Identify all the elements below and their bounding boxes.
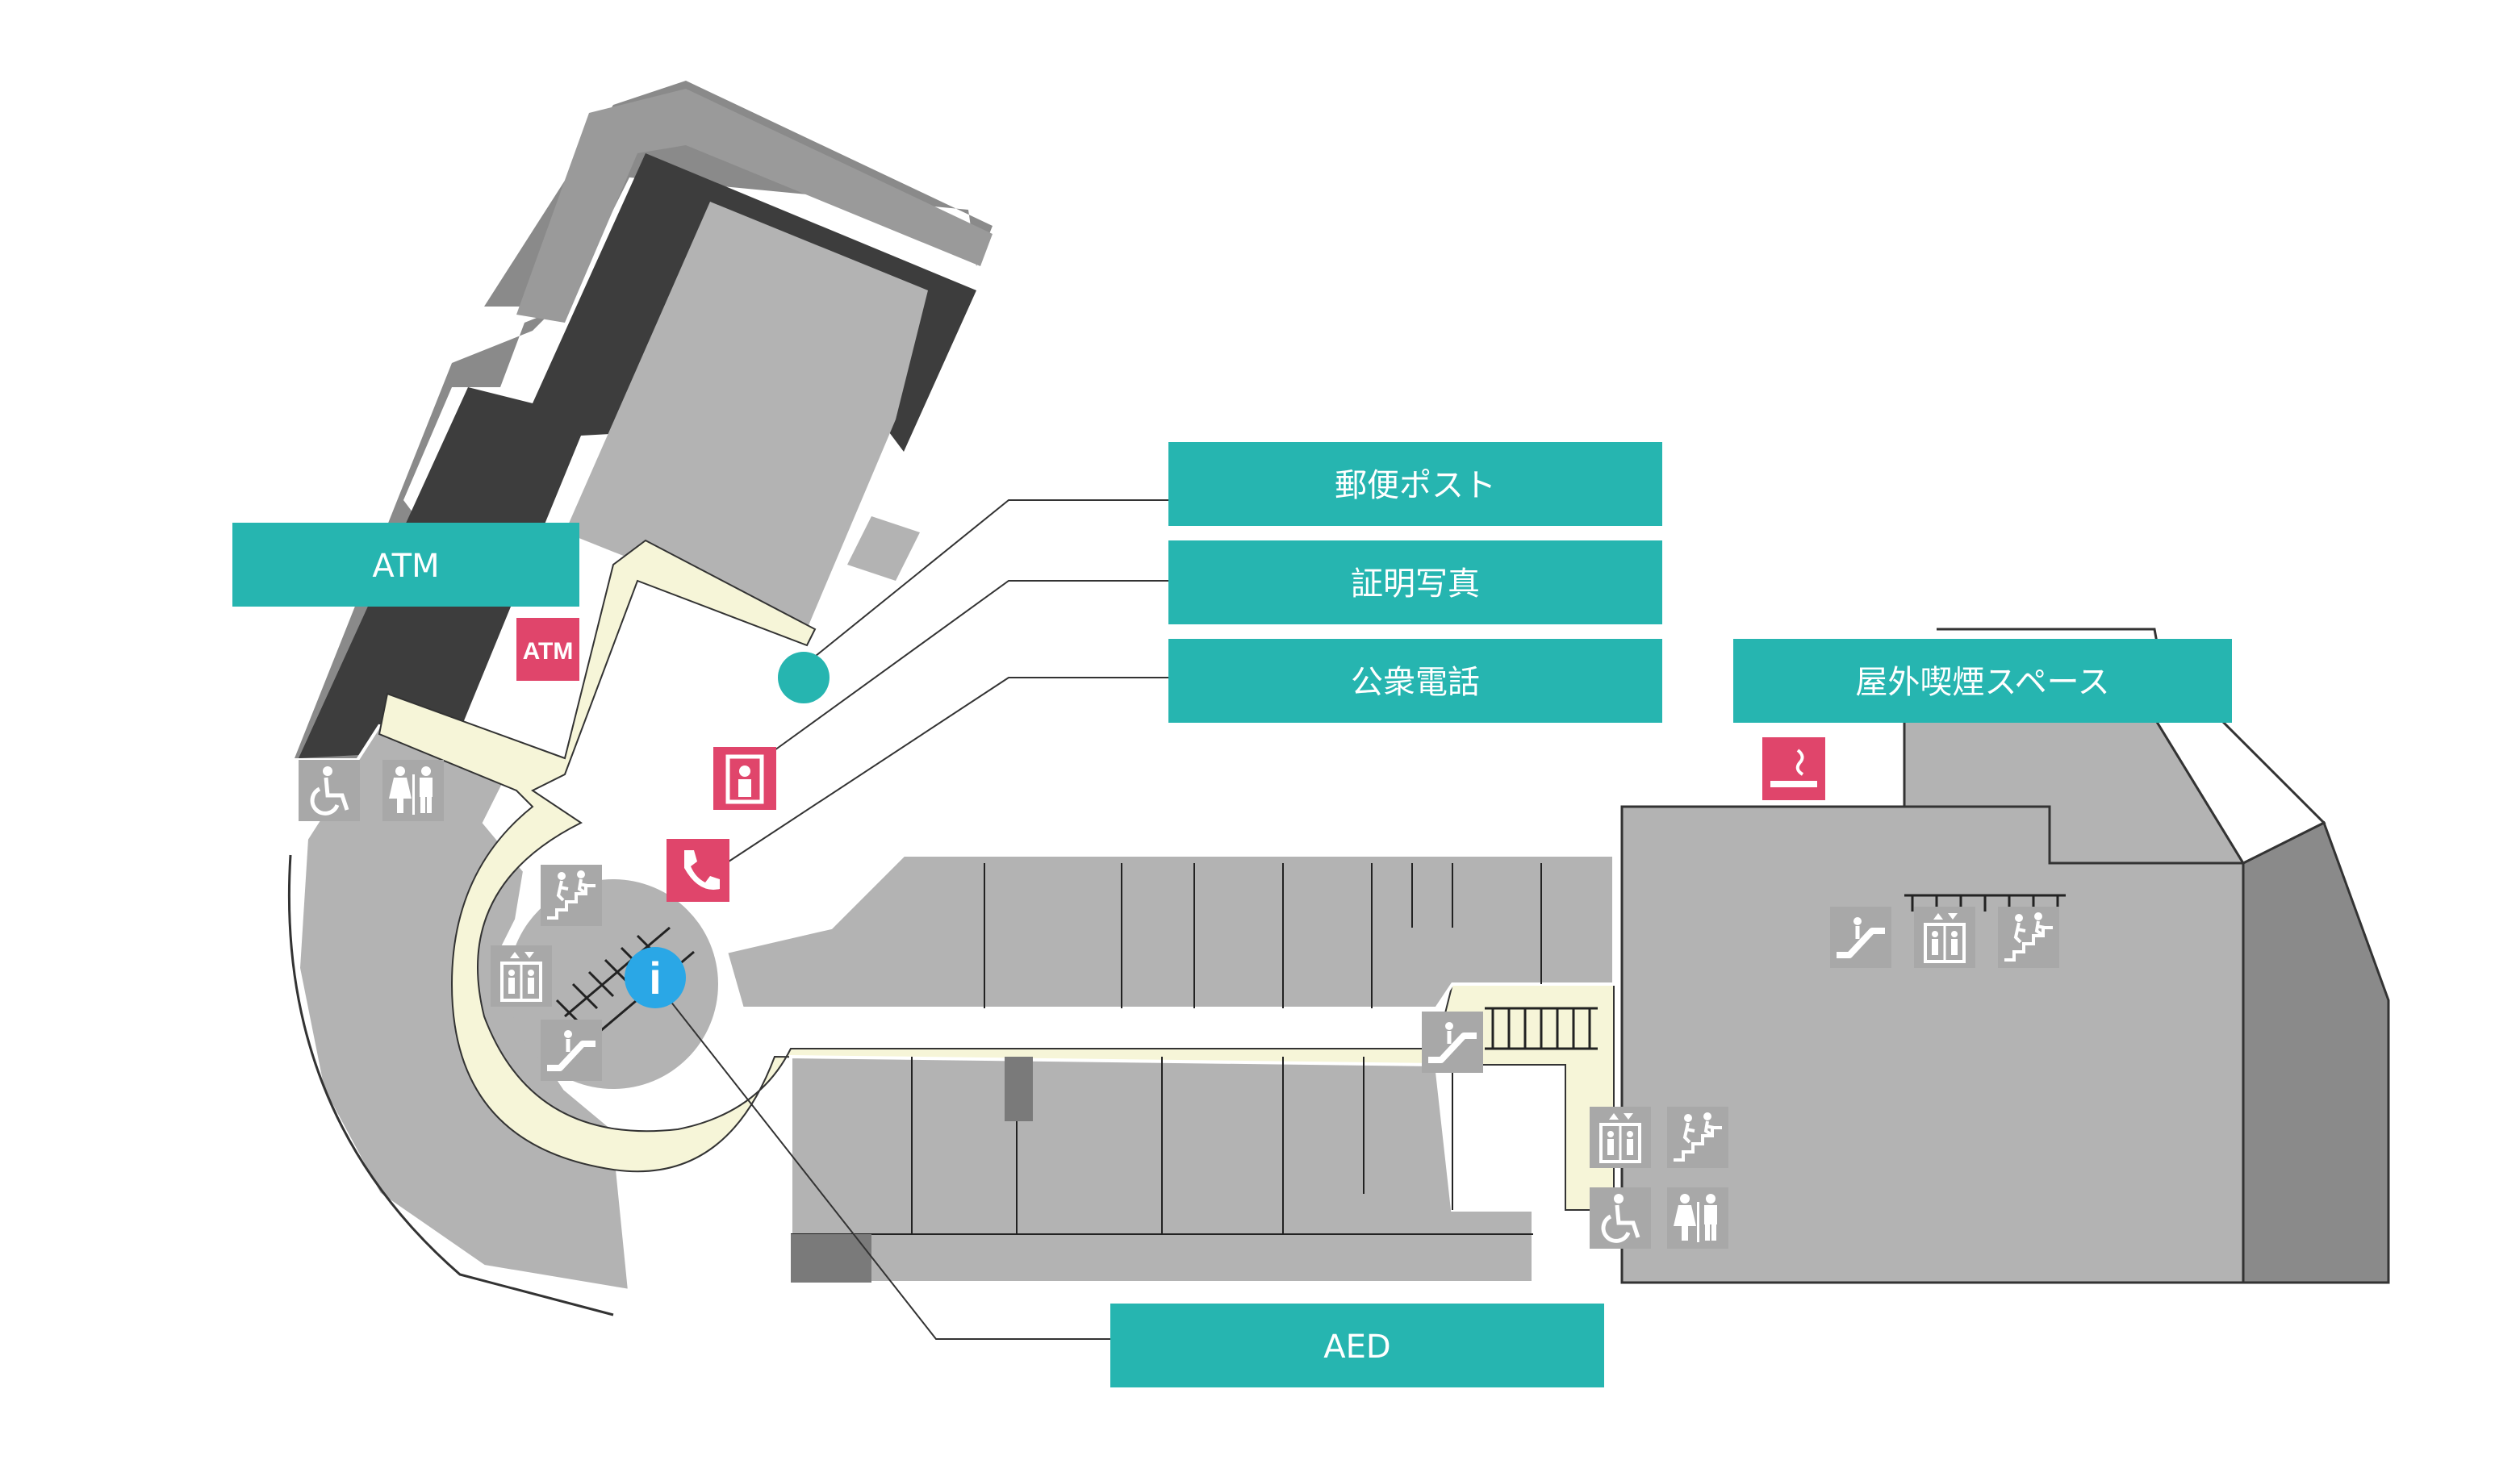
smoking-icon[interactable]	[1762, 737, 1825, 800]
info-icon[interactable]: i	[625, 947, 686, 1008]
atm-label[interactable]: ATM	[232, 523, 579, 607]
stairs-icon[interactable]	[539, 863, 604, 928]
atm-label-text: ATM	[372, 548, 439, 585]
escalator-icon[interactable]	[1422, 1012, 1483, 1073]
right-building-wing	[2242, 820, 2390, 1284]
post-marker-icon[interactable]	[778, 652, 830, 703]
north-strip-dividers	[984, 863, 1542, 1008]
escalator-icon[interactable]	[541, 1020, 602, 1081]
elevator-icon[interactable]	[1912, 905, 1977, 970]
photo-label-text: 証明写真	[1351, 565, 1480, 603]
restroom-icon[interactable]	[382, 760, 444, 821]
wheelchair-icon[interactable]	[1590, 1187, 1651, 1249]
outer-building-roof	[516, 89, 993, 323]
leader-lines	[669, 499, 1170, 1340]
north-strip-stores	[724, 853, 1615, 1010]
smoking-label-text: 屋外喫煙スペース	[1855, 664, 2109, 701]
post-label-text: 郵便ポスト	[1335, 467, 1496, 504]
store-small-block	[847, 516, 920, 581]
stairs-icon[interactable]	[1996, 905, 2061, 970]
escalator-icon[interactable]	[1830, 907, 1891, 968]
info-icon-text: i	[649, 953, 662, 1003]
smoking-label[interactable]: 屋外喫煙スペース	[1733, 639, 2232, 723]
phone-label[interactable]: 公衆電話	[1168, 639, 1662, 723]
left-wing-outline	[287, 854, 614, 1316]
photo-label[interactable]: 証明写真	[1168, 540, 1662, 624]
post-label[interactable]: 郵便ポスト	[1168, 442, 1662, 526]
south-pillar	[1005, 1057, 1033, 1121]
south-dark-block	[791, 1234, 871, 1283]
elevator-icon[interactable]	[489, 944, 554, 1008]
restroom-icon[interactable]	[1667, 1187, 1728, 1249]
atm-icon[interactable]: ATM	[516, 618, 579, 681]
aed-label[interactable]: AED	[1110, 1304, 1604, 1387]
phone-icon[interactable]	[667, 839, 729, 902]
phone-label-text: 公衆電話	[1351, 664, 1480, 701]
corridor-escalator-steps	[1485, 1007, 1598, 1050]
aed-label-text: AED	[1323, 1329, 1390, 1366]
wheelchair-icon[interactable]	[299, 760, 360, 821]
elevator-icon[interactable]	[1588, 1105, 1653, 1170]
central-store	[565, 202, 928, 629]
stairs-icon[interactable]	[1665, 1105, 1730, 1170]
photo-booth-icon[interactable]	[713, 747, 776, 810]
atm-icon-text: ATM	[523, 638, 574, 665]
